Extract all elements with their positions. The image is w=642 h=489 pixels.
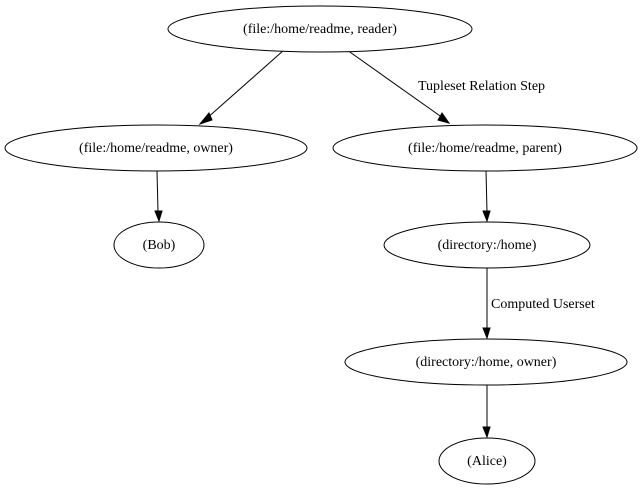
edges-layer: Tupleset Relation Step Computed Userset <box>154 49 595 439</box>
node-label: (file:/home/readme, reader) <box>243 22 397 37</box>
edge-reader-to-parent: Tupleset Relation Step <box>346 49 545 124</box>
nodes-layer: (file:/home/readme, reader) (file:/home/… <box>4 5 638 485</box>
edge-label-computed-userset: Computed Userset <box>491 297 595 312</box>
node-label: (directory:/home) <box>438 238 537 253</box>
edge-parent-to-directory <box>482 170 491 223</box>
edge-line <box>205 49 285 120</box>
edge-owner-to-alice <box>482 385 491 439</box>
node-file-readme-reader[interactable]: (file:/home/readme, reader) <box>167 5 473 53</box>
node-shape[interactable] <box>438 437 536 485</box>
arrowhead-icon <box>482 327 491 340</box>
arrowhead-icon <box>154 210 163 223</box>
node-alice[interactable]: (Alice) <box>438 437 536 485</box>
node-shape[interactable] <box>4 124 308 172</box>
edge-reader-to-owner <box>198 49 285 126</box>
edge-line <box>485 170 488 213</box>
node-label: (directory:/home, owner) <box>416 355 557 370</box>
node-shape[interactable] <box>113 221 205 269</box>
node-label: (file:/home/readme, parent) <box>408 141 562 156</box>
node-shape[interactable] <box>383 221 591 269</box>
edge-label-tupleset-relation-step: Tupleset Relation Step <box>418 79 545 94</box>
arrowhead-icon <box>482 426 491 439</box>
edge-line <box>346 49 444 119</box>
edge-directory-to-owner: Computed Userset <box>482 268 595 340</box>
node-label: (Alice) <box>467 454 507 469</box>
arrowhead-icon <box>437 112 451 124</box>
node-file-readme-parent[interactable]: (file:/home/readme, parent) <box>332 124 638 172</box>
node-file-readme-owner[interactable]: (file:/home/readme, owner) <box>4 124 308 172</box>
node-directory-home-owner[interactable]: (directory:/home, owner) <box>344 338 628 386</box>
arrowhead-icon <box>482 210 491 223</box>
node-shape[interactable] <box>332 124 638 172</box>
node-shape[interactable] <box>344 338 628 386</box>
node-directory-home[interactable]: (directory:/home) <box>383 221 591 269</box>
node-bob[interactable]: (Bob) <box>113 221 205 269</box>
edge-line <box>156 170 159 213</box>
node-label: (file:/home/readme, owner) <box>79 141 233 156</box>
edge-owner-to-bob <box>154 170 163 223</box>
node-label: (Bob) <box>143 238 176 253</box>
node-shape[interactable] <box>167 5 473 53</box>
arrowhead-icon <box>198 112 213 126</box>
